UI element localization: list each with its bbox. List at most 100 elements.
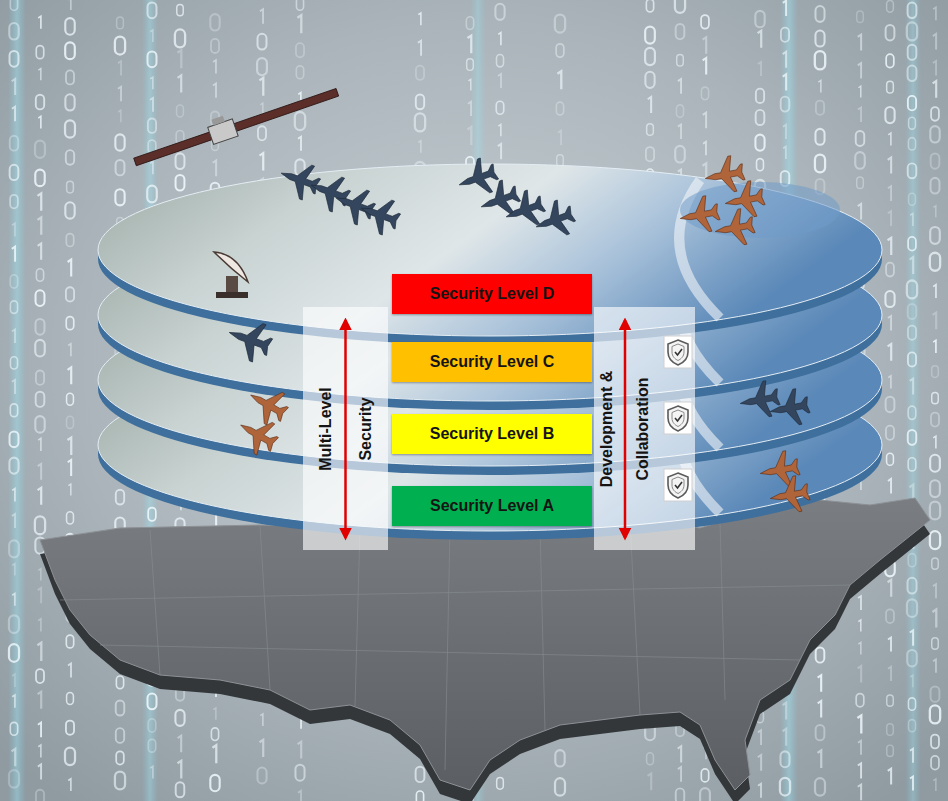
binary-digit <box>933 285 936 298</box>
binary-digit <box>36 319 45 335</box>
binary-digit <box>933 436 936 448</box>
binary-digit <box>468 79 470 90</box>
binary-digit <box>908 326 916 340</box>
binary-digit <box>780 751 789 767</box>
binary-digit <box>677 55 684 66</box>
binary-digit <box>66 150 74 165</box>
binary-digit <box>703 58 707 75</box>
binary-digit <box>148 694 157 710</box>
binary-digit <box>66 721 74 735</box>
binary-digit <box>908 3 917 18</box>
binary-digit <box>558 131 561 146</box>
binary-digit <box>858 666 862 682</box>
security-level-band: Security Level A <box>392 486 592 526</box>
binary-digit <box>12 247 15 262</box>
binary-digit <box>65 120 75 137</box>
binary-digit <box>9 644 19 662</box>
binary-digit <box>932 610 936 628</box>
binary-digit <box>67 416 74 428</box>
binary-digit <box>815 31 824 47</box>
binary-digit <box>783 703 787 720</box>
binary-digit <box>257 58 267 75</box>
binary-digit <box>177 4 183 15</box>
panel-label: Multi-Level Security <box>306 364 386 494</box>
binary-digit <box>858 643 861 655</box>
binary-digit <box>116 676 123 689</box>
binary-digit <box>9 770 19 788</box>
binary-digit <box>295 765 304 781</box>
binary-digit <box>150 98 153 112</box>
binary-digit <box>757 159 764 171</box>
binary-digit <box>418 141 421 153</box>
binary-digit <box>497 778 504 790</box>
panel-label: Development & Collaboration <box>589 354 661 504</box>
binary-digit <box>36 392 45 407</box>
binary-digit <box>910 257 914 274</box>
binary-digit <box>67 693 74 705</box>
binary-digit <box>818 80 821 92</box>
binary-digit <box>887 453 894 465</box>
binary-digit <box>297 15 301 33</box>
binary-digit <box>855 152 865 169</box>
binary-digit <box>908 96 916 110</box>
binary-rain <box>9 0 940 801</box>
binary-digit <box>68 779 71 791</box>
binary-digit <box>148 52 157 68</box>
binary-digit <box>908 698 915 710</box>
binary-digit <box>857 177 864 188</box>
binary-digit <box>647 753 654 765</box>
binary-digit <box>12 329 15 343</box>
satellite <box>130 78 340 170</box>
binary-digit <box>758 784 761 798</box>
binary-digit <box>556 102 563 115</box>
binary-digit <box>418 13 421 25</box>
binary-digit <box>678 125 681 139</box>
binary-digit <box>260 9 263 24</box>
binary-digit <box>115 772 125 790</box>
binary-digit <box>931 686 940 701</box>
binary-digit <box>933 659 936 672</box>
binary-digit <box>416 66 424 80</box>
binary-digit <box>815 129 824 145</box>
data-layers <box>98 164 882 540</box>
binary-digit <box>858 35 861 51</box>
binary-digit <box>930 705 940 723</box>
binary-digit <box>755 11 764 27</box>
binary-digit <box>815 6 824 22</box>
binary-digit <box>10 722 17 735</box>
binary-digit <box>645 48 655 65</box>
binary-digit <box>211 39 219 53</box>
binary-digit <box>415 113 425 131</box>
binary-digit <box>909 720 916 732</box>
binary-digit <box>703 113 706 129</box>
security-level-band: Security Level D <box>392 274 592 314</box>
binary-digit <box>701 15 709 29</box>
binary-digit <box>118 110 121 122</box>
binary-digit <box>781 97 790 112</box>
binary-digit <box>931 735 939 749</box>
binary-digit <box>756 110 765 125</box>
binary-digit <box>148 3 157 19</box>
binary-digit <box>933 313 937 330</box>
binary-digit <box>910 749 913 763</box>
binary-digit <box>418 41 421 56</box>
binary-digit <box>466 17 473 30</box>
binary-digit <box>36 669 44 683</box>
binary-digit <box>755 135 764 151</box>
binary-digit <box>68 260 72 277</box>
binary-digit <box>931 413 939 427</box>
binary-digit <box>675 146 685 163</box>
binary-digit <box>12 514 15 528</box>
binary-digit <box>66 287 74 301</box>
binary-digit <box>9 458 18 474</box>
binary-digit <box>555 778 565 795</box>
binary-digit <box>910 776 913 790</box>
binary-digit <box>886 397 895 412</box>
binary-digit <box>783 729 787 746</box>
binary-digit <box>467 59 474 71</box>
binary-digit <box>65 202 74 218</box>
binary-digit <box>556 44 564 57</box>
us-map <box>40 498 930 801</box>
binary-digit <box>211 728 218 741</box>
